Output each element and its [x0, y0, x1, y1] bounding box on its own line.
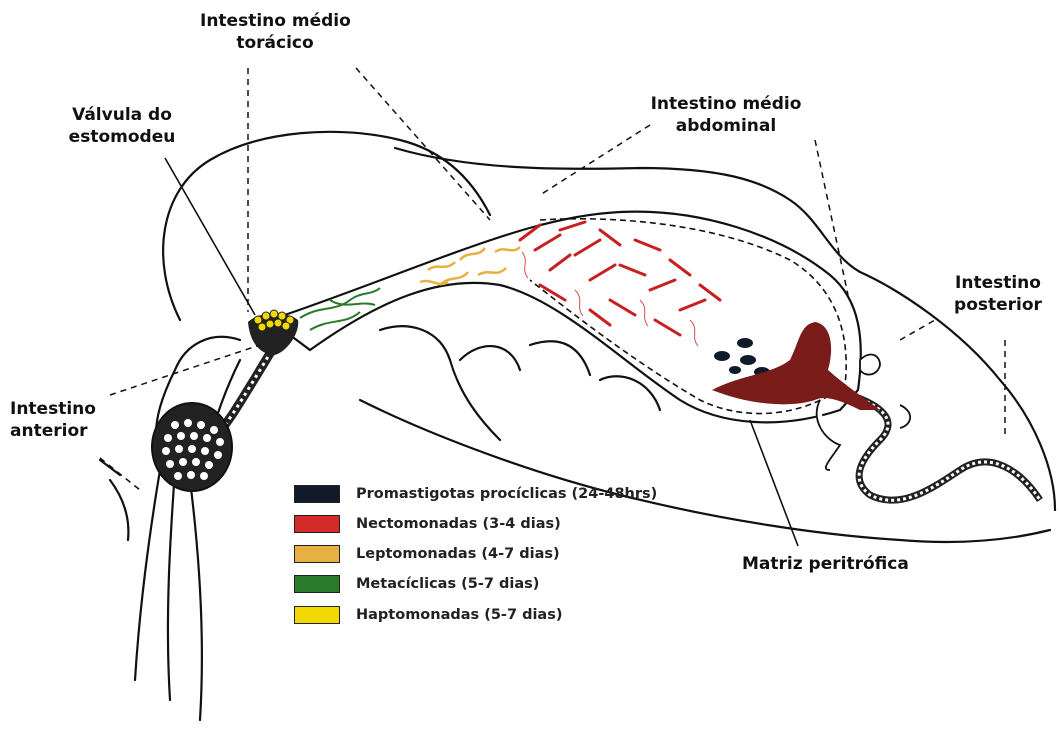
legend-item-promastigotas: Promastigotas procíclicas (24-48hrs) [294, 482, 657, 506]
thorax-outline [163, 132, 490, 320]
legend-swatch [294, 485, 340, 503]
label-line: Intestino [937, 272, 1059, 294]
procyclic-parasites [714, 338, 770, 377]
label-line: posterior [937, 294, 1059, 316]
label-line: Válvula do [52, 104, 192, 126]
stomodeal-valve [248, 310, 298, 355]
legend-label: Promastigotas procíclicas (24-48hrs) [356, 486, 657, 502]
label-intestino-posterior: Intestino posterior [937, 272, 1059, 316]
label-line: Intestino médio [646, 93, 806, 115]
legend-item-nectomonadas: Nectomonadas (3-4 dias) [294, 512, 561, 536]
blood-meal [712, 322, 880, 410]
label-line: abdominal [646, 115, 806, 137]
label-line: anterior [10, 420, 120, 442]
legend-label: Nectomonadas (3-4 dias) [356, 516, 561, 532]
label-valvula-estomodeu: Válvula do estomodeu [52, 104, 192, 148]
leg-1 [135, 470, 202, 720]
legend-label: Leptomonadas (4-7 dias) [356, 546, 560, 562]
lower-segments [380, 326, 660, 440]
hindgut [850, 395, 1040, 500]
leptomonad-parasites [420, 247, 520, 285]
legend-swatch [294, 515, 340, 533]
label-intestino-medio-toracico: Intestino médio torácico [200, 10, 350, 54]
label-matriz-peritrofica: Matriz peritrófica [742, 553, 909, 575]
label-line: Intestino médio [200, 10, 350, 32]
label-intestino-medio-abdominal: Intestino médio abdominal [646, 93, 806, 137]
leg-2 [100, 460, 128, 540]
nectomonad-parasites [520, 222, 720, 335]
label-line: estomodeu [52, 126, 192, 148]
legend-label: Haptomonadas (5-7 dias) [356, 607, 562, 623]
legend-item-leptomonadas: Leptomonadas (4-7 dias) [294, 542, 560, 566]
legend-swatch [294, 575, 340, 593]
label-line: Intestino [10, 398, 120, 420]
legend-item-haptomonadas: Haptomonadas (5-7 dias) [294, 603, 562, 627]
legend-label: Metacíclicas (5-7 dias) [356, 576, 539, 592]
legend-swatch [294, 606, 340, 624]
legend-item-metaciclicas: Metacíclicas (5-7 dias) [294, 572, 539, 596]
label-line: torácico [200, 32, 350, 54]
label-intestino-anterior: Intestino anterior [10, 398, 120, 442]
legend-swatch [294, 545, 340, 563]
